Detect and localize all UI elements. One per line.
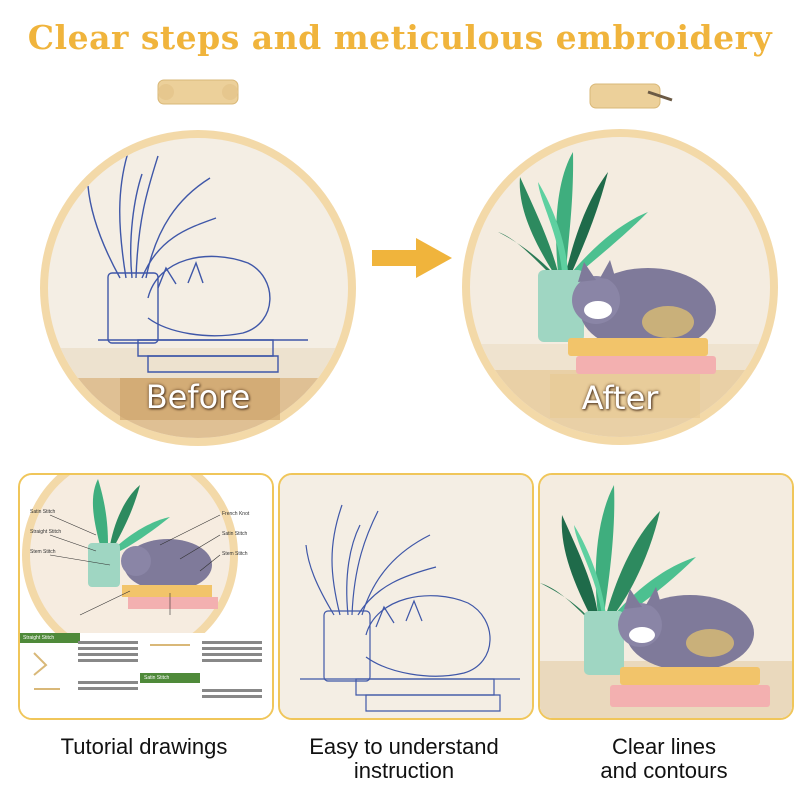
stitch-label-4: French Knot bbox=[222, 511, 250, 517]
section-label-satin: Satin Stitch bbox=[144, 675, 170, 681]
before-label: Before bbox=[145, 378, 251, 416]
stitch-label-6: Stem Stitch bbox=[222, 551, 248, 557]
caption-clear-lines: Clear lines and contours bbox=[538, 735, 790, 783]
caption-line-2: and contours bbox=[600, 758, 728, 783]
section-label-straight: Straight Stitch bbox=[23, 635, 55, 641]
after-hoop: After bbox=[458, 82, 782, 450]
stitch-label-5: Satin Stitch bbox=[222, 531, 248, 537]
arrow-right-icon bbox=[372, 238, 452, 283]
tutorial-diagram bbox=[20, 475, 272, 718]
stitch-label-3: Stem Stitch bbox=[30, 549, 56, 555]
tutorial-drawings-panel: Satin Stitch Straight Stitch Stem Stitch… bbox=[18, 473, 274, 720]
before-hoop: Before bbox=[38, 78, 358, 450]
instruction-panel bbox=[278, 473, 534, 720]
finished-embroidery bbox=[540, 475, 792, 718]
pattern-outline bbox=[280, 475, 532, 718]
caption-easy-instruction: Easy to understand instruction bbox=[278, 735, 530, 783]
headline: Clear steps and meticulous embroidery bbox=[27, 18, 773, 57]
caption-tutorial-drawings: Tutorial drawings bbox=[18, 735, 270, 759]
before-hoop-illustration bbox=[40, 79, 356, 446]
after-hoop-illustration bbox=[462, 83, 778, 445]
caption-line-1: Clear lines bbox=[612, 734, 716, 759]
stitch-label-1: Satin Stitch bbox=[30, 509, 56, 515]
caption-line-1: Easy to understand bbox=[309, 734, 499, 759]
caption-line-1: Tutorial drawings bbox=[60, 734, 228, 759]
after-label: After bbox=[581, 379, 659, 417]
stitch-label-2: Straight Stitch bbox=[30, 529, 62, 535]
caption-line-2: instruction bbox=[353, 758, 455, 783]
contours-panel bbox=[538, 473, 794, 720]
